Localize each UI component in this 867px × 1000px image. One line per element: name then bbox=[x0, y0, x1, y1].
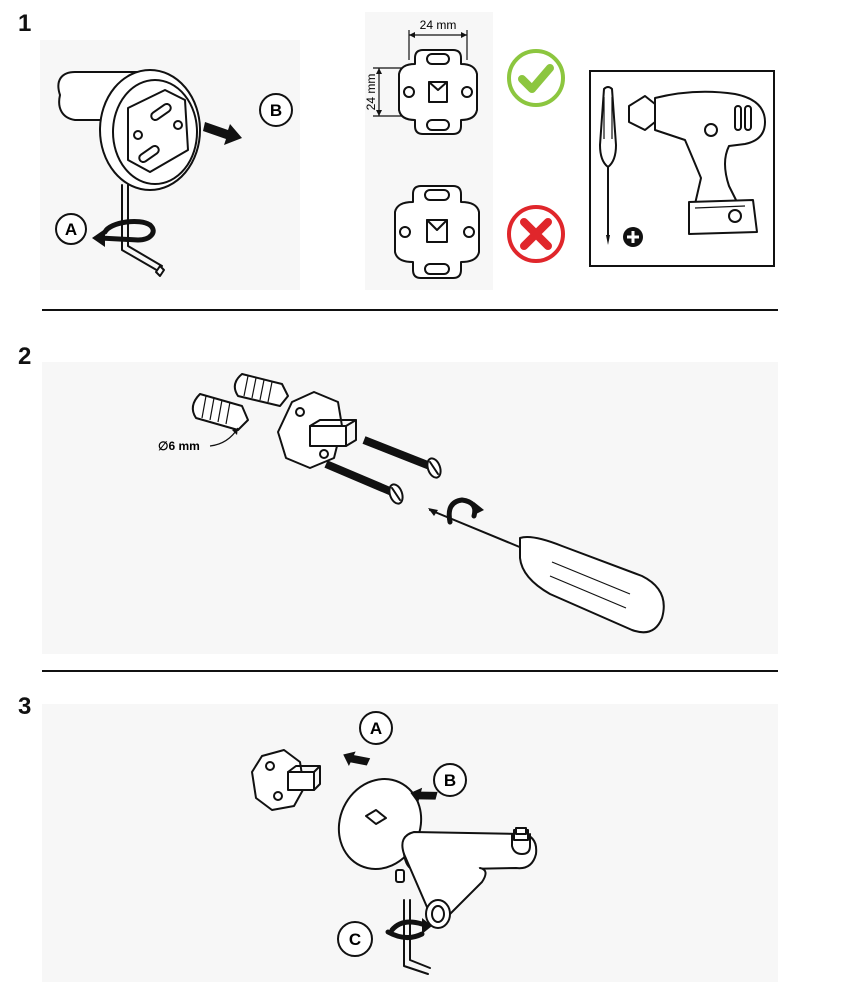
dim-height-label: 24 mm bbox=[364, 74, 378, 111]
drill-diameter-label: ∅6 mm bbox=[158, 439, 200, 453]
step3-label-b-badge: B bbox=[433, 763, 467, 797]
screw-upper bbox=[362, 436, 442, 479]
step3-label-a-badge: A bbox=[359, 711, 393, 745]
wrong-mounting-plate bbox=[394, 185, 480, 279]
svg-text:A: A bbox=[65, 220, 77, 239]
cross-icon bbox=[507, 205, 565, 263]
svg-text:B: B bbox=[270, 101, 282, 120]
hook-base-illustration bbox=[57, 69, 242, 277]
step1-label-b-badge: B bbox=[259, 93, 293, 127]
wall-plug-upper bbox=[233, 373, 289, 407]
svg-text:B: B bbox=[444, 771, 456, 790]
step-number-2: 2 bbox=[18, 343, 32, 370]
wall-anchor-installation-illustration: ∅6 mm bbox=[158, 373, 665, 634]
step-divider-2 bbox=[42, 670, 778, 672]
dim-width-label: 24 mm bbox=[420, 18, 457, 32]
svg-text:C: C bbox=[349, 930, 361, 949]
svg-text:A: A bbox=[370, 719, 382, 738]
screw-lower bbox=[324, 460, 404, 505]
screwdriver-icon bbox=[599, 86, 617, 245]
step3-label-c-badge: C bbox=[337, 921, 373, 957]
wall-plug-lower bbox=[191, 393, 249, 431]
correct-mounting-plate: 24 mm 24 mm bbox=[364, 18, 478, 135]
step-divider-1 bbox=[42, 309, 778, 311]
check-icon bbox=[507, 49, 565, 107]
plus-icon bbox=[623, 227, 643, 247]
step1-label-a-badge: A bbox=[55, 213, 87, 245]
screwdriver bbox=[428, 508, 665, 634]
drill-icon bbox=[628, 90, 766, 235]
final-assembly-illustration bbox=[251, 749, 538, 975]
step-number-3: 3 bbox=[18, 693, 32, 720]
step-number-1: 1 bbox=[18, 10, 32, 37]
